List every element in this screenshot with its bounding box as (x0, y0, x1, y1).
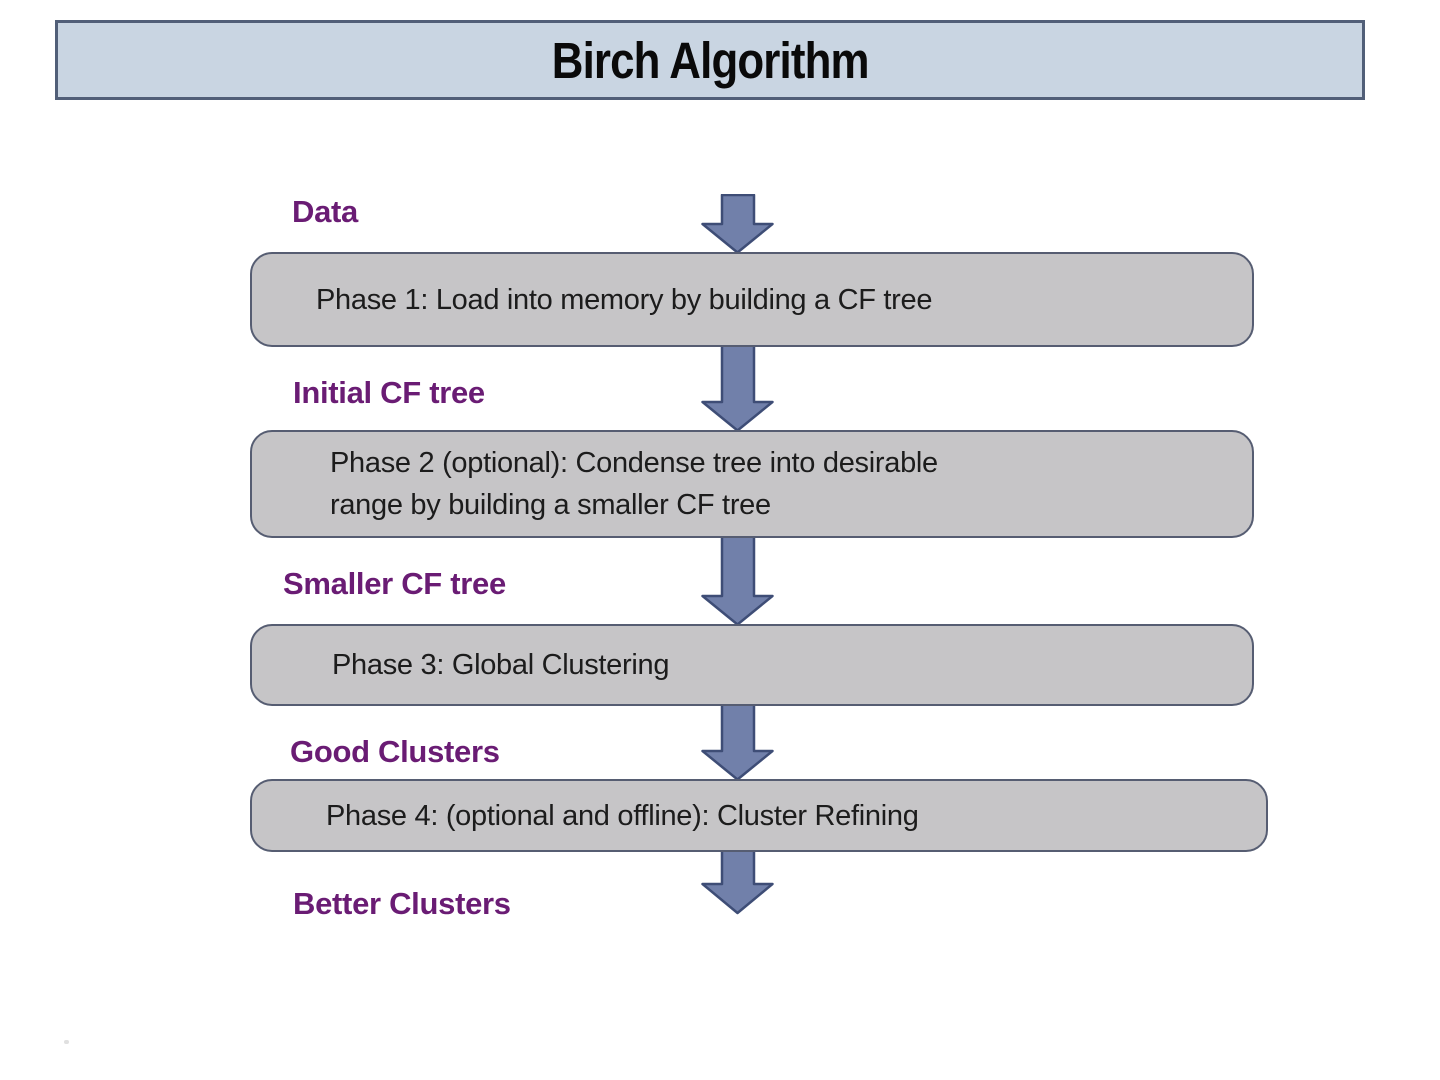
stage-label-smaller-cf-tree: Smaller CF tree (283, 566, 506, 601)
down-arrow-icon (701, 536, 774, 626)
stage-label-data: Data (292, 194, 358, 229)
phase-3-box: Phase 3: Global Clustering (250, 624, 1254, 706)
title-banner: Birch Algorithm (55, 20, 1365, 100)
phase-1-text: Phase 1: Load into memory by building a … (316, 283, 933, 316)
phase-2-text-line-2: range by building a smaller CF tree (330, 489, 771, 521)
stage-label-better-clusters: Better Clusters (293, 886, 511, 921)
down-arrow-icon (701, 703, 774, 781)
phase-4-text: Phase 4: (optional and offline): Cluster… (326, 799, 919, 832)
down-arrow-icon (701, 194, 774, 254)
stage-label-good-clusters: Good Clusters (290, 734, 500, 769)
phase-2-box: Phase 2 (optional): Condense tree into d… (250, 430, 1254, 538)
artifact-dot (64, 1040, 69, 1044)
phase-3-text: Phase 3: Global Clustering (332, 649, 670, 681)
phase-4-box: Phase 4: (optional and offline): Cluster… (250, 779, 1268, 852)
down-arrow-icon (701, 344, 774, 432)
phase-1-box: Phase 1: Load into memory by building a … (250, 252, 1254, 347)
phase-2-text-line-1: Phase 2 (optional): Condense tree into d… (330, 447, 938, 479)
stage-label-initial-cf-tree: Initial CF tree (293, 375, 485, 410)
down-arrow-icon (701, 849, 774, 915)
page-title: Birch Algorithm (551, 31, 870, 89)
